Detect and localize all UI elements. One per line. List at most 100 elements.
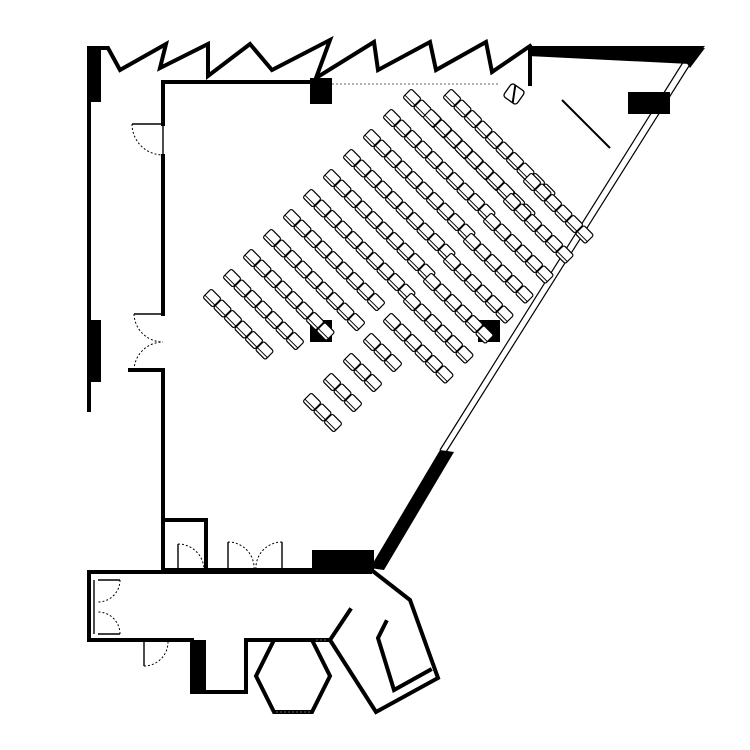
door-hall-double[interactable]: [227, 541, 283, 572]
seat: [313, 403, 332, 422]
seat: [433, 283, 452, 302]
seat: [404, 334, 422, 352]
annex-pier: [192, 640, 206, 692]
seat: [316, 322, 335, 341]
seat: [244, 290, 262, 308]
west-doors: [131, 123, 164, 371]
seat: [506, 152, 524, 170]
seat: [366, 252, 384, 270]
seat: [544, 194, 562, 212]
seat: [505, 275, 523, 293]
seat: [445, 335, 463, 353]
seat: [474, 284, 493, 303]
seat: [343, 149, 361, 167]
seat: [473, 243, 492, 262]
seat: [424, 314, 442, 332]
door-west-double[interactable]: [133, 313, 164, 371]
seat: [434, 324, 453, 343]
seat: [515, 285, 534, 304]
seat: [275, 321, 294, 340]
seat: [403, 293, 421, 311]
door-corridor-south[interactable]: [143, 640, 169, 667]
seat: [334, 220, 353, 239]
seat: [203, 289, 221, 307]
seat: [384, 150, 402, 168]
seating-lower-block: [303, 173, 594, 432]
seat: [273, 239, 292, 258]
seat: [393, 323, 412, 342]
seating-upper-block: [203, 89, 556, 360]
seat: [443, 253, 461, 271]
seat: [474, 120, 493, 139]
seat: [336, 302, 355, 321]
seat: [376, 262, 395, 281]
small-room: [161, 518, 208, 572]
seat: [524, 214, 542, 232]
seat: [263, 229, 281, 247]
seat: [433, 119, 452, 138]
seat: [233, 279, 252, 298]
seat: [404, 130, 422, 148]
seat: [423, 273, 441, 291]
seat: [485, 295, 503, 313]
seat: [375, 221, 394, 240]
seat: [395, 201, 414, 220]
seat: [415, 181, 434, 200]
seat: [514, 244, 533, 263]
door-small-room[interactable]: [177, 543, 205, 572]
seat: [454, 140, 473, 159]
seat: [534, 224, 553, 243]
door-west-upper[interactable]: [131, 123, 164, 156]
seat: [503, 193, 521, 211]
seat: [364, 170, 382, 188]
seat: [495, 141, 514, 160]
seat: [386, 232, 404, 250]
seat: [213, 299, 232, 318]
seat: [384, 354, 402, 372]
annex-inner-partition: [375, 619, 433, 693]
seat: [383, 109, 401, 127]
ne-wall-thick: [528, 46, 705, 64]
seat: [353, 363, 372, 382]
seat: [454, 304, 473, 323]
seat: [343, 353, 361, 371]
seat: [483, 213, 501, 231]
seat: [346, 272, 364, 290]
seat: [533, 183, 552, 202]
seat: [245, 331, 263, 349]
seat: [243, 249, 261, 267]
seat: [344, 190, 362, 208]
seat: [464, 110, 482, 128]
screen-line: [561, 99, 611, 149]
seat: [323, 373, 341, 391]
seat: [373, 343, 392, 362]
seat: [285, 291, 303, 309]
seat: [333, 383, 352, 402]
east-glazing-outer: [445, 49, 700, 453]
seat: [427, 233, 445, 251]
seat: [396, 242, 415, 261]
sawtooth-facade: [94, 35, 533, 83]
seat: [354, 200, 373, 219]
seat: [555, 245, 574, 264]
seat: [254, 300, 273, 319]
seat: [295, 301, 314, 320]
stage-items: [503, 83, 611, 149]
seat: [294, 260, 313, 279]
seat: [535, 265, 554, 284]
seat: [565, 215, 583, 233]
seat: [475, 325, 494, 344]
seat: [453, 99, 472, 118]
seat: [495, 305, 514, 324]
seat: [554, 204, 573, 223]
seat: [425, 151, 443, 169]
seat: [467, 193, 485, 211]
seat: [523, 173, 541, 191]
seat: [403, 89, 421, 107]
seat: [406, 212, 424, 230]
door-corridor-west[interactable]: [93, 579, 121, 635]
south-wall-block: [312, 550, 374, 572]
west-wall-pier-top: [87, 46, 101, 102]
seat: [364, 374, 382, 392]
